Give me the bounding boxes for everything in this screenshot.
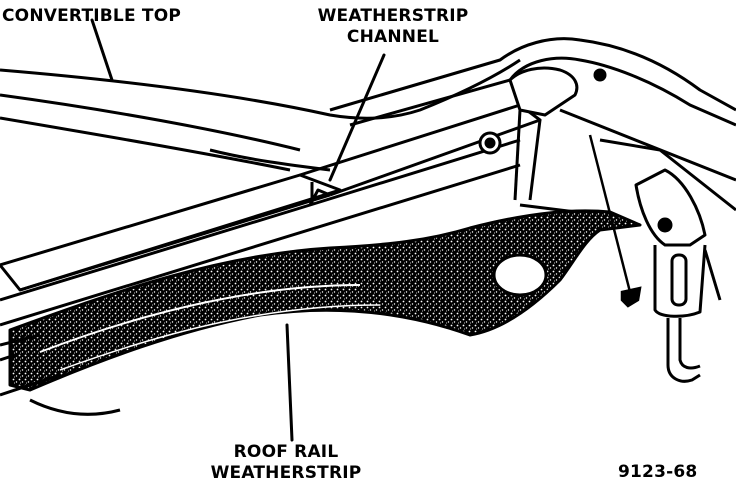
- convertible-top-leader: [90, 18, 114, 82]
- screw-shape: [588, 134, 642, 308]
- latch-hook-shape: [634, 168, 722, 383]
- roof-rail-label-line1: ROOF RAIL: [233, 442, 339, 462]
- leader-lines: [90, 18, 386, 442]
- roof-rail-weatherstrip-shape: [8, 209, 642, 392]
- roof-rail-weatherstrip-label: ROOF RAIL WEATHERSTRIP: [196, 442, 376, 484]
- weatherstrip-channel-label: WEATHERSTRIP CHANNEL: [298, 6, 488, 48]
- roof-rail-label-line2: WEATHERSTRIP: [210, 463, 362, 483]
- convertible-top-label: CONVERTIBLE TOP: [2, 6, 182, 26]
- figure-number: 9123-68: [618, 462, 698, 482]
- lower-rail-edges: [0, 333, 121, 416]
- weatherstrip-channel-label-line1: WEATHERSTRIP: [317, 6, 469, 26]
- weatherstrip-channel-label-line2: CHANNEL: [346, 27, 440, 47]
- weatherstrip-channel-shape: [0, 103, 542, 327]
- weatherstrip-channel-leader: [328, 53, 386, 182]
- roof-rail-leader: [285, 323, 294, 442]
